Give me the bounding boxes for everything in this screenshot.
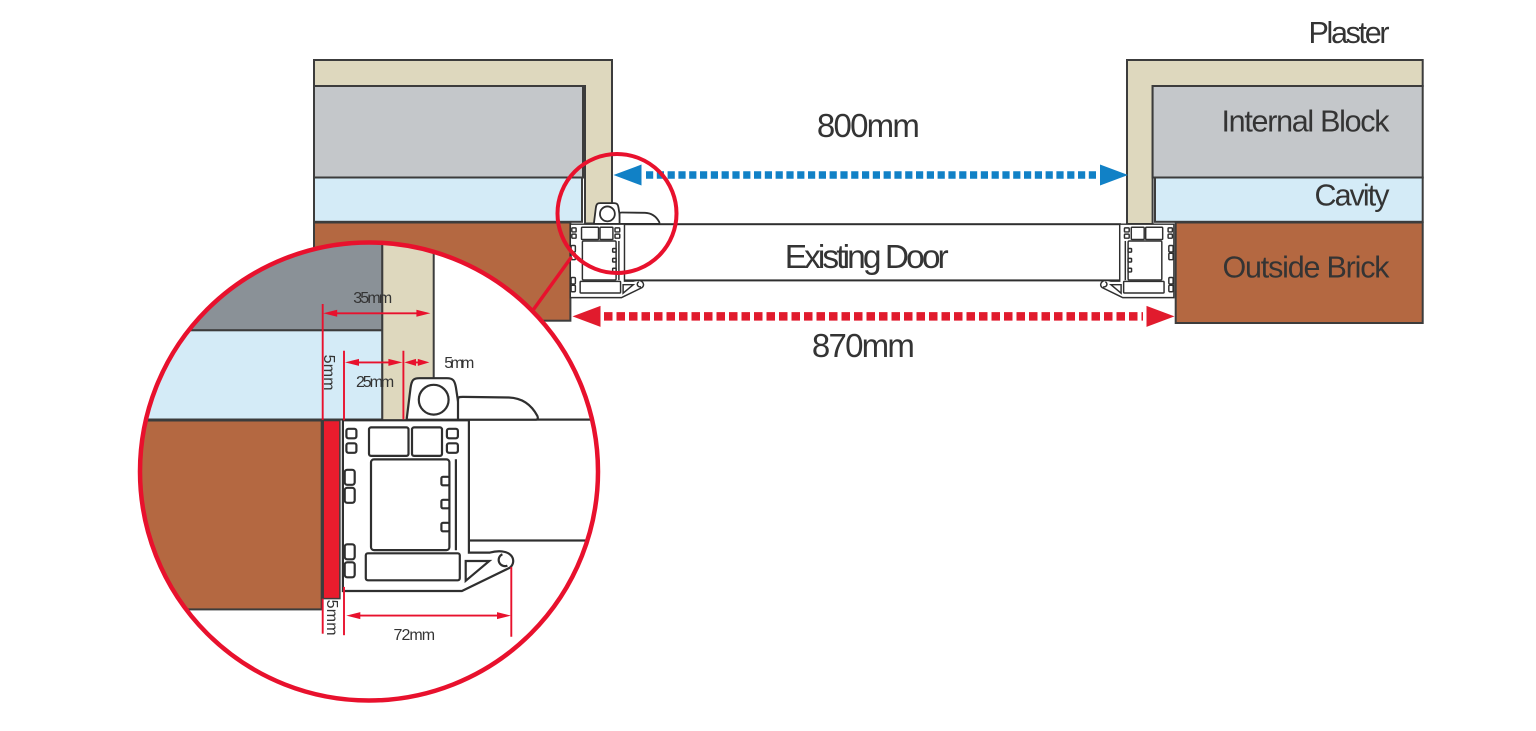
svg-text:5mm: 5mm [320,355,337,391]
svg-text:Outside Brick: Outside Brick [1223,251,1391,285]
svg-text:5mm: 5mm [323,600,340,636]
svg-text:870mm: 870mm [812,327,915,364]
svg-text:35mm: 35mm [353,290,392,307]
svg-text:72mm: 72mm [394,627,436,644]
svg-text:5mm: 5mm [444,355,474,372]
svg-text:Plaster: Plaster [1309,16,1390,50]
svg-text:Existing Door: Existing Door [785,239,949,276]
svg-text:Cavity: Cavity [1315,178,1391,212]
svg-text:Internal Block: Internal Block [1222,105,1391,139]
svg-text:25mm: 25mm [356,374,394,391]
svg-text:800mm: 800mm [817,107,920,144]
